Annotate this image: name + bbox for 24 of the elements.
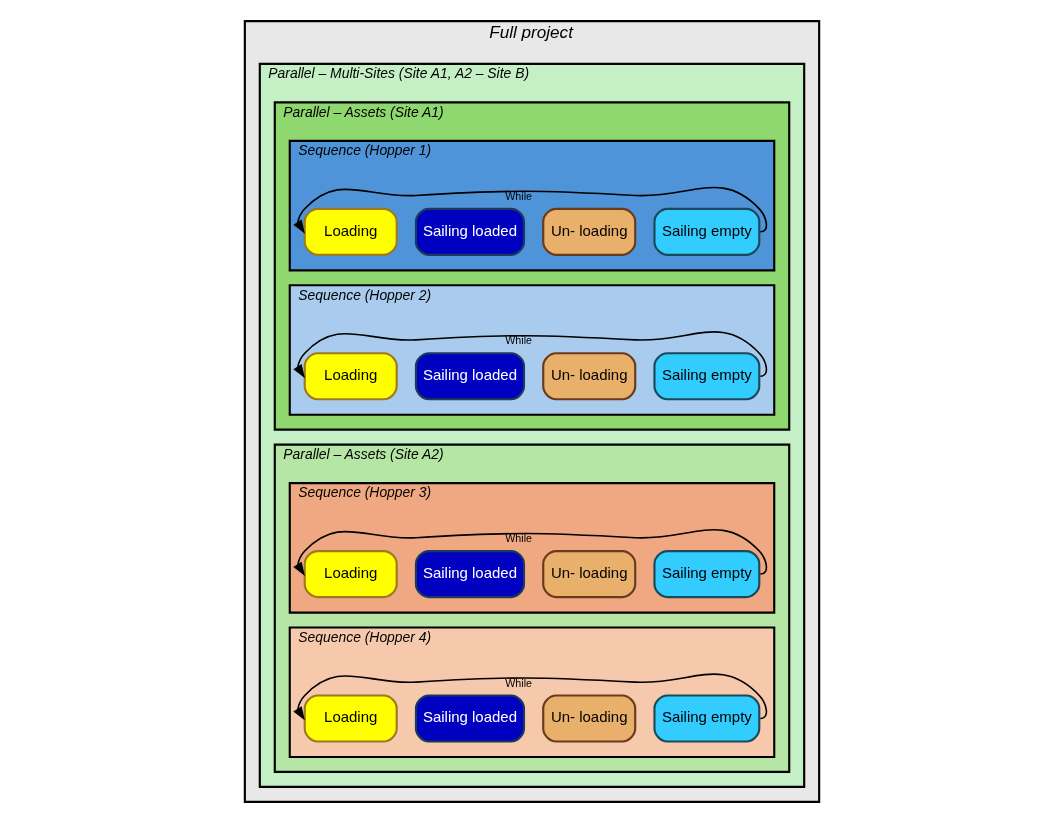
- arrow: [293, 186, 768, 234]
- node-box: Un- loading: [542, 352, 637, 401]
- node-box: Sailing empty: [653, 352, 761, 401]
- node-box: Loading: [303, 694, 398, 743]
- arrow: [293, 673, 768, 721]
- node-box: Loading: [303, 352, 398, 401]
- node-box: Sailing loaded: [414, 550, 526, 599]
- node-box: Sailing loaded: [414, 352, 526, 401]
- arrow: [293, 528, 768, 577]
- edge-label: While: [505, 189, 533, 202]
- edge-label: While: [505, 676, 533, 689]
- arrow: [293, 331, 768, 379]
- node-box: Sailing empty: [653, 207, 761, 256]
- node-box: Loading: [303, 550, 398, 599]
- edge-label: While: [505, 334, 533, 347]
- node-box: Sailing empty: [653, 550, 761, 599]
- node-box: Sailing loaded: [414, 207, 526, 256]
- node-box: Sailing empty: [653, 694, 761, 743]
- node-box: Un- loading: [542, 694, 637, 743]
- node-box: Un- loading: [542, 207, 637, 256]
- edge-label: While: [505, 532, 533, 545]
- node-box: Un- loading: [542, 550, 637, 599]
- node-box: Sailing loaded: [414, 694, 526, 743]
- node-box: Loading: [303, 207, 398, 256]
